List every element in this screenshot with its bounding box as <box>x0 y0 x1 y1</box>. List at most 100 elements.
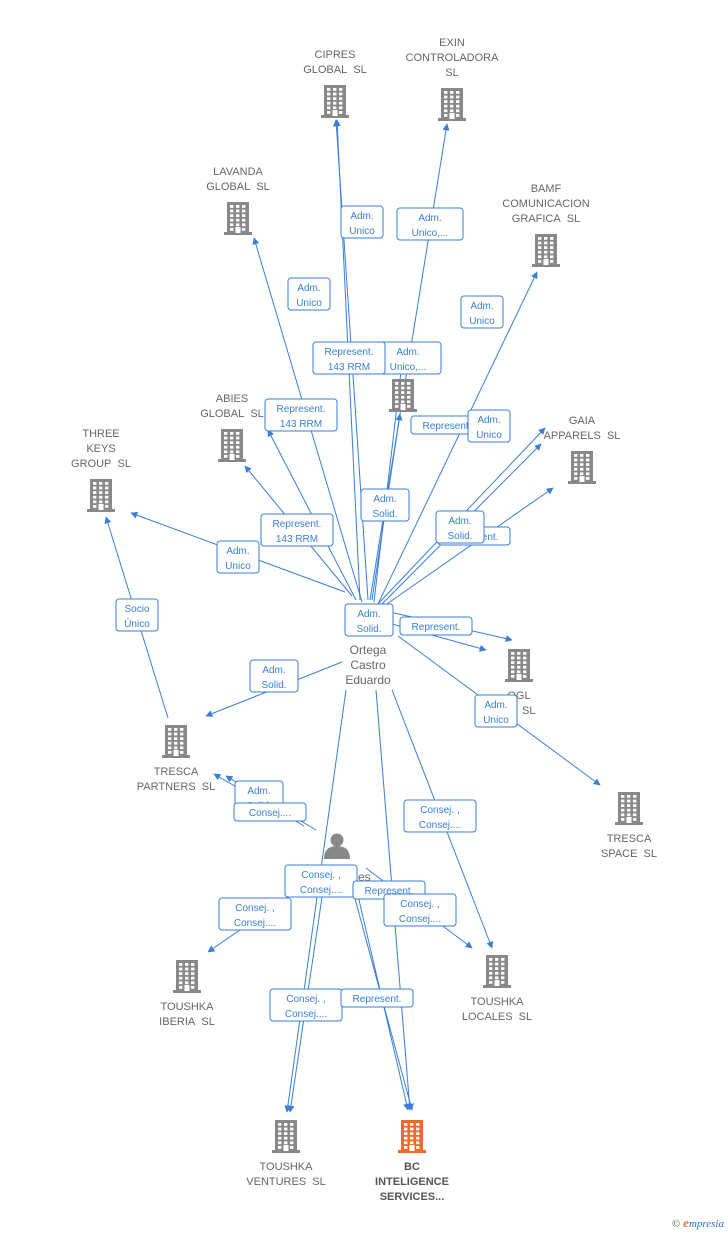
building-icon-trescaspace[interactable] <box>615 792 643 825</box>
relation-label-19[interactable]: Adm.Unico <box>474 694 518 728</box>
company-label-bc-line-3: SERVICES... <box>380 1191 445 1203</box>
building-icon-toushkaventures[interactable] <box>272 1120 300 1153</box>
relation-label-text: Unico <box>225 561 251 572</box>
relation-label-text: 143 RRM <box>276 534 318 545</box>
relation-label-text: Unico <box>296 298 322 309</box>
brand-footer: ©empresia <box>672 1215 724 1231</box>
relation-label-text: Adm. <box>448 516 471 527</box>
building-icon-ogl[interactable] <box>505 649 533 682</box>
relation-label-text: Represent. <box>277 404 326 415</box>
relation-label-text: 143 RRM <box>328 362 370 373</box>
relation-label-text: Represent. <box>273 519 322 530</box>
company-label-toushkaiberia-line-2: IBERIA SL <box>159 1016 215 1028</box>
relation-label-text: Socio <box>124 604 149 615</box>
relation-label-text: Solid. <box>356 624 381 635</box>
relation-label-26[interactable]: Consej. ,Consej.... <box>383 893 457 927</box>
relation-label-text: Adm. <box>477 415 500 426</box>
relation-label-text: Represent. <box>325 347 374 358</box>
relation-label-text: Adm. <box>350 211 373 222</box>
relation-label-16[interactable]: Represent. <box>399 616 473 636</box>
relation-label-text: Consej. , <box>235 903 274 914</box>
company-label-trescapartners-line-2: PARTNERS SL <box>137 781 215 793</box>
company-label-bamf-line-2: COMUNICACION <box>502 198 589 210</box>
relation-label-7[interactable]: Represent.143 RRM <box>264 398 338 432</box>
company-label-toushkaiberia-line-1: TOUSHKA <box>161 1001 215 1013</box>
relation-label-text: Adm. <box>226 546 249 557</box>
building-icon-blackpol[interactable] <box>389 379 417 412</box>
relation-label-5[interactable]: Adm.Unico,... <box>374 341 442 375</box>
building-icon-threekeys[interactable] <box>87 479 115 512</box>
relation-edge-ortega-bamf <box>377 271 538 605</box>
relation-label-text: Consej.... <box>234 918 276 929</box>
relation-label-text: Adm. <box>297 283 320 294</box>
relation-label-text: Adm. <box>357 609 380 620</box>
relation-label-text: Adm. <box>418 213 441 224</box>
company-label-abies-line-1: ABIES <box>216 393 248 405</box>
relation-label-text: Único <box>124 617 150 630</box>
relation-label-text: Unico <box>469 316 495 327</box>
relation-label-10[interactable]: Represent. 143 RRM <box>260 513 334 547</box>
relation-label-27[interactable]: Consej. , Consej.... <box>269 988 343 1022</box>
relation-label-22[interactable]: Consej. , Consej.... <box>403 799 477 833</box>
relation-label-25[interactable]: Consej. , Consej.... <box>218 897 292 931</box>
relation-label-6[interactable]: Represent. 143 RRM <box>312 341 386 375</box>
relation-label-1[interactable]: Adm. Unico <box>340 205 384 239</box>
person-label-ortega-line-3: Eduardo <box>345 673 391 687</box>
relation-label-text: Adm. <box>396 347 419 358</box>
relation-label-text: Adm. <box>484 700 507 711</box>
company-label-exin-line-2: CONTROLADORA <box>406 52 500 64</box>
relation-label-28[interactable]: Represent. <box>340 988 414 1008</box>
relation-label-21[interactable]: Consej.... <box>233 802 307 822</box>
company-label-toushkaventures-line-1: TOUSHKA <box>260 1161 314 1173</box>
building-icon-bc[interactable] <box>398 1120 426 1153</box>
company-label-trescapartners-line-1: TRESCA <box>154 766 199 778</box>
relation-label-13[interactable]: Adm. Solid. <box>435 510 485 544</box>
relation-label-text: Adm. <box>262 665 285 676</box>
relation-label-8[interactable]: Represent. <box>410 415 484 435</box>
building-icon-trescapartners[interactable] <box>162 725 190 758</box>
company-label-toushkalocales-line-2: LOCALES SL <box>462 1011 532 1023</box>
relation-label-text: Consej.... <box>399 914 441 925</box>
relation-label-text: Solid. <box>261 680 286 691</box>
relation-label-text: Consej.... <box>419 820 461 831</box>
building-icon-cipres[interactable] <box>321 85 349 118</box>
relation-label-text: Represent. <box>353 994 402 1005</box>
relation-label-11[interactable]: Adm.Solid. <box>360 488 410 522</box>
relation-label-text: Consej. , <box>301 870 340 881</box>
relation-label-text: Unico <box>349 226 375 237</box>
company-label-bc-line-2: INTELIGENCE <box>375 1176 449 1188</box>
relation-label-3[interactable]: Adm. Unico <box>287 277 331 311</box>
relation-label-23[interactable]: Consej. ,Consej.... <box>284 864 358 898</box>
building-icon-bamf[interactable] <box>532 234 560 267</box>
company-label-abies-line-2: GLOBAL SL <box>200 408 264 420</box>
building-icon-exin[interactable] <box>438 88 466 121</box>
relation-label-9[interactable]: Adm.Unico <box>467 409 511 443</box>
building-icon-abies[interactable] <box>218 429 246 462</box>
relation-label-2[interactable]: Adm.Unico,... <box>396 207 464 241</box>
company-label-bamf-line-1: BAMF <box>531 183 562 195</box>
user-icon-martin[interactable] <box>324 833 350 860</box>
relation-label-15[interactable]: Adm. Solid. <box>344 603 394 637</box>
relation-label-14[interactable]: Adm. Unico <box>216 540 260 574</box>
relation-label-text: Adm. <box>247 786 270 797</box>
relation-label-text: Consej. , <box>286 994 325 1005</box>
company-label-lavanda-line-1: LAVANDA <box>213 166 263 178</box>
company-label-trescaspace-line-1: TRESCA <box>607 833 652 845</box>
relation-label-text: Represent. <box>412 622 461 633</box>
company-label-threekeys-line-2: KEYS <box>86 443 115 455</box>
relation-label-text: Adm. <box>373 494 396 505</box>
building-icon-toushkalocales[interactable] <box>483 955 511 988</box>
relation-label-text: Consej.... <box>285 1009 327 1020</box>
company-label-gaia-line-2: APPARELS SL <box>544 430 621 442</box>
relation-label-18[interactable]: Adm. Solid. <box>249 659 299 693</box>
relation-label-4[interactable]: Adm.Unico <box>460 295 504 329</box>
company-label-bc-line-1: BC <box>404 1161 420 1173</box>
building-icon-gaia[interactable] <box>568 451 596 484</box>
building-icon-toushkaiberia[interactable] <box>173 960 201 993</box>
relation-label-text: Solid. <box>447 531 472 542</box>
building-icon-lavanda[interactable] <box>224 202 252 235</box>
relation-label-text: Consej. , <box>420 805 459 816</box>
